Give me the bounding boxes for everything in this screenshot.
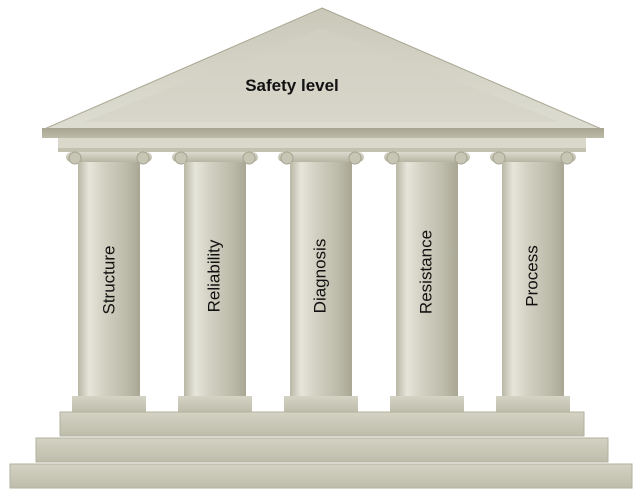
pillar-label: Reliability [204, 239, 223, 312]
base-steps [9, 411, 633, 489]
roof-inner-shade [84, 28, 560, 122]
pillar-label: Diagnosis [310, 239, 329, 314]
column-structure: Structure [66, 151, 152, 412]
pillar-label: Process [522, 245, 541, 306]
column-process: Process [490, 151, 576, 412]
roof-entablature-shadow [58, 148, 586, 152]
column-resistance: Resistance [384, 151, 470, 412]
step-middle [35, 437, 609, 463]
column-group: Structure Reliability Diagnosis [66, 151, 576, 412]
step-top [59, 411, 585, 437]
column-diagnosis: Diagnosis [278, 151, 364, 412]
roof-title: Safety level [245, 76, 339, 95]
roof: Safety level [41, 7, 605, 152]
roof-cornice [42, 128, 604, 138]
pillar-label: Structure [99, 246, 118, 315]
column-reliability: Reliability [172, 151, 258, 412]
pillar-label: Resistance [416, 230, 435, 314]
step-bottom [9, 463, 633, 489]
